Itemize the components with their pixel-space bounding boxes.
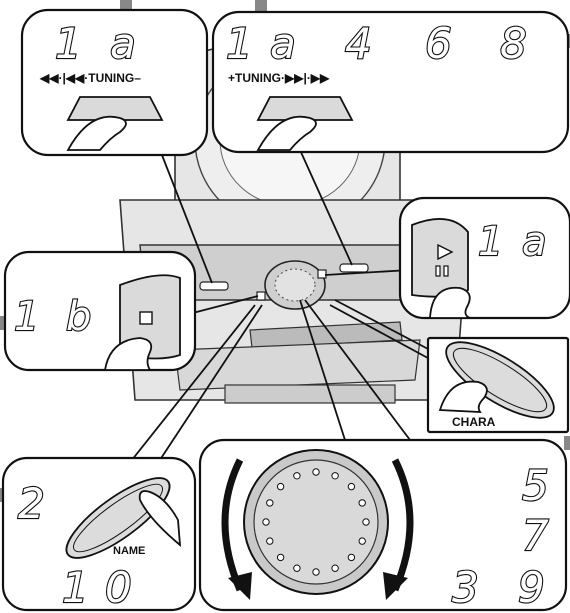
step-number: 7 — [522, 511, 549, 560]
unit-button-right — [340, 264, 368, 272]
name-label: NAME — [113, 545, 145, 557]
tuning-down-label: ◀◀·|◀◀·TUNING– — [39, 71, 141, 85]
step-number: 1 — [14, 294, 39, 340]
unit-button-play — [318, 270, 326, 278]
jog-dial-dot — [277, 554, 283, 560]
step-number: 1 — [226, 19, 253, 68]
stop-square-icon — [140, 312, 152, 324]
chara-label: CHARA — [452, 415, 496, 429]
jog-dial-dot — [277, 483, 283, 489]
unit-side-tab-right-2 — [564, 436, 570, 450]
jog-dial-dot — [267, 538, 273, 544]
jog-dial-dot — [267, 500, 273, 506]
unit-button-stop — [257, 292, 265, 300]
jog-dial-dot — [359, 538, 365, 544]
step-number: 1 — [62, 563, 89, 612]
panel-top-right: 1 a 4 6 8 +TUNING·▶▶|·▶▶ — [213, 12, 568, 152]
panel-play-pause: 1 a — [400, 198, 570, 318]
step-letter: a — [110, 19, 136, 68]
jog-dial-dot — [294, 565, 300, 571]
unit-button-left — [200, 282, 228, 290]
step-number: 1 — [55, 19, 82, 68]
panel-name: 2 NAME 1 0 — [3, 458, 195, 612]
panel-stop: 1 b — [5, 252, 195, 370]
step-number: 6 — [425, 19, 452, 68]
unit-base — [225, 385, 395, 403]
step-number: 3 — [452, 563, 479, 612]
step-number: 9 — [518, 563, 545, 612]
step-number: 5 — [522, 461, 549, 510]
step-number: 0 — [105, 563, 132, 612]
jog-dial-dot — [348, 554, 354, 560]
jog-dial-dot — [313, 569, 319, 575]
step-number: 8 — [500, 19, 527, 68]
jog-dial-dot — [332, 565, 338, 571]
tuning-up-label: +TUNING·▶▶|·▶▶ — [228, 71, 330, 85]
unit-jog-dial-inner — [275, 269, 315, 301]
step-letter: a — [522, 219, 547, 265]
step-number: 4 — [345, 19, 372, 68]
panel-top-left: 1 a ◀◀·|◀◀·TUNING– — [22, 10, 207, 155]
jog-dial-dot — [363, 519, 369, 525]
step-letter: a — [270, 19, 296, 68]
jog-dial-dot — [294, 473, 300, 479]
jog-dial-dot — [348, 483, 354, 489]
step-letter: b — [66, 294, 91, 340]
panel-chara: CHARA — [428, 328, 568, 432]
step-number: 1 — [478, 219, 503, 265]
jog-dial-dot — [313, 469, 319, 475]
panel-dial: 5 7 3 9 — [200, 440, 566, 612]
jog-dial-face — [254, 460, 378, 584]
step-number: 2 — [18, 479, 45, 528]
jog-dial-dot — [263, 519, 269, 525]
jog-dial-dot — [359, 500, 365, 506]
jog-dial-dot — [332, 473, 338, 479]
